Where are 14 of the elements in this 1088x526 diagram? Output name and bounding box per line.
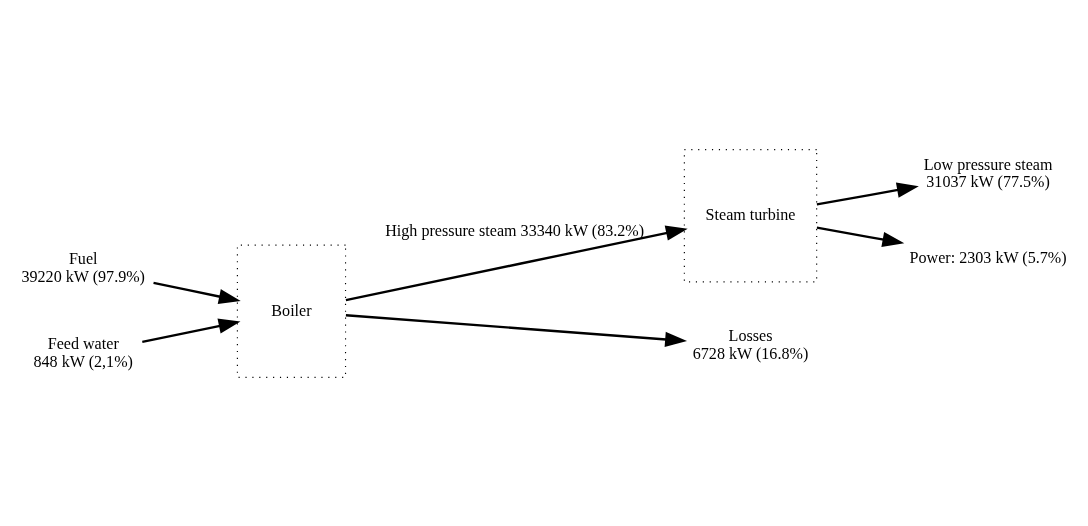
node-text: Fuel 39220 kW (97.9%) bbox=[21, 249, 145, 285]
arrow bbox=[345, 313, 687, 347]
arrow bbox=[142, 317, 241, 343]
node-text: Power: 2303 kW (5.7%) bbox=[909, 248, 1067, 266]
edge-label: High pressure steam 33340 kW (83.2%) bbox=[385, 221, 645, 239]
arrow bbox=[816, 182, 919, 205]
arrow bbox=[153, 281, 241, 304]
node-text: Low pressure steam 31037 kW (77.5%) bbox=[923, 155, 1053, 190]
arrow bbox=[345, 225, 688, 301]
arrow bbox=[816, 225, 905, 247]
node-text: Feed water 848 kW (2,1%) bbox=[33, 334, 133, 370]
node-box: Boiler bbox=[236, 244, 347, 378]
node-text: Losses 6728 kW (16.8%) bbox=[692, 326, 809, 362]
node-box: Steam turbine bbox=[683, 148, 818, 282]
